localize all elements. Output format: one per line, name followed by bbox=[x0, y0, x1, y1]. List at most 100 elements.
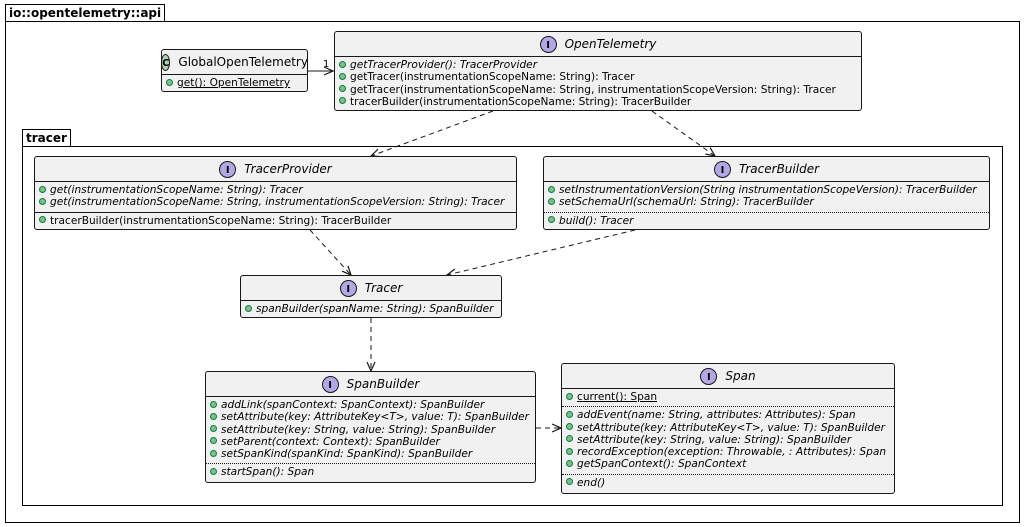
method-row: end() bbox=[566, 477, 890, 489]
method-row: get(): OpenTelemetry bbox=[166, 77, 303, 89]
public-icon bbox=[339, 85, 346, 93]
method-row: addLink(spanContext: SpanContext): SpanB… bbox=[210, 399, 531, 411]
class-header: I OpenTelemetry bbox=[335, 32, 861, 56]
method-text: current(): Span bbox=[577, 391, 658, 403]
methods-section-2: build(): Tracer bbox=[544, 211, 989, 230]
method-text: setAttribute(key: String, value: String)… bbox=[221, 423, 496, 436]
method-row: setParent(context: Context): SpanBuilder bbox=[210, 436, 531, 448]
public-icon bbox=[39, 197, 46, 205]
method-text: end() bbox=[577, 476, 606, 489]
interface-icon: I bbox=[700, 367, 718, 385]
public-icon bbox=[210, 449, 217, 457]
class-name: GlobalOpenTelemetry bbox=[178, 55, 308, 69]
public-icon bbox=[210, 412, 217, 420]
method-text: get(instrumentationScopeName: String): T… bbox=[50, 184, 303, 196]
method-text: setAttribute(key: AttributeKey<T>, value… bbox=[221, 411, 529, 424]
class-name: TracerProvider bbox=[244, 162, 332, 176]
public-icon bbox=[339, 60, 346, 68]
interface-spanbuilder: I SpanBuilder addLink(spanContext: SpanC… bbox=[205, 371, 536, 483]
interface-tracer: I Tracer spanBuilder(spanName: String): … bbox=[240, 275, 502, 318]
public-icon bbox=[210, 437, 217, 445]
method-row: addEvent(name: String, attributes: Attri… bbox=[566, 409, 890, 421]
public-icon bbox=[210, 467, 217, 475]
method-row: get(instrumentationScopeName: String): T… bbox=[39, 184, 512, 196]
interface-tracerprovider: I TracerProvider get(instrumentationScop… bbox=[34, 156, 517, 230]
method-text: tracerBuilder(instrumentationScopeName: … bbox=[350, 95, 692, 108]
public-icon bbox=[548, 216, 555, 224]
method-row: getSpanContext(): SpanContext bbox=[566, 458, 890, 470]
method-row: getTracer(instrumentationScopeName: Stri… bbox=[339, 71, 857, 83]
interface-icon: I bbox=[713, 160, 731, 178]
method-text: getTracer(instrumentationScopeName: Stri… bbox=[350, 83, 836, 96]
public-icon bbox=[566, 410, 573, 418]
interface-span: I Span current(): Span addEvent(name: St… bbox=[561, 363, 895, 494]
method-row: recordException(exception: Throwable, : … bbox=[566, 446, 890, 458]
class-header: I TracerProvider bbox=[35, 157, 516, 181]
method-row: current(): Span bbox=[566, 391, 890, 403]
methods-section: setInstrumentationVersion(String instrum… bbox=[544, 181, 989, 212]
class-header: I TracerBuilder bbox=[544, 157, 989, 181]
method-text: getTracer(instrumentationScopeName: Stri… bbox=[350, 71, 635, 84]
class-name: TracerBuilder bbox=[738, 162, 820, 176]
method-row: getTracer(instrumentationScopeName: Stri… bbox=[339, 84, 857, 96]
methods-section: addLink(spanContext: SpanContext): SpanB… bbox=[206, 396, 535, 463]
methods-section-2: end() bbox=[562, 473, 894, 492]
method-row: startSpan(): Span bbox=[210, 466, 531, 478]
class-header: I SpanBuilder bbox=[206, 372, 535, 396]
package-label-api: io::opentelemetry::api bbox=[9, 6, 162, 20]
method-row: tracerBuilder(instrumentationScopeName: … bbox=[39, 215, 512, 227]
method-row: setInstrumentationVersion(String instrum… bbox=[548, 184, 985, 196]
class-header: C GlobalOpenTelemetry bbox=[161, 50, 308, 74]
class-global-opentelemetry: C GlobalOpenTelemetry get(): OpenTelemet… bbox=[161, 49, 308, 92]
public-icon bbox=[39, 185, 46, 193]
method-row: setSpanKind(spanKind: SpanKind): SpanBui… bbox=[210, 448, 531, 460]
class-icon: C bbox=[161, 53, 171, 71]
public-icon bbox=[548, 185, 555, 193]
public-icon bbox=[566, 478, 573, 486]
public-icon bbox=[339, 72, 346, 80]
class-header: I Span bbox=[562, 364, 894, 388]
edge-tracerbuilder-to-tracer bbox=[447, 229, 636, 275]
public-icon bbox=[566, 392, 573, 400]
interface-opentelemetry: I OpenTelemetry getTracerProvider(): Tra… bbox=[334, 31, 862, 111]
public-icon bbox=[245, 304, 252, 312]
public-icon bbox=[210, 400, 217, 408]
public-icon bbox=[566, 459, 573, 467]
package-api bbox=[5, 21, 1020, 523]
methods-section: get(instrumentationScopeName: String): T… bbox=[35, 181, 516, 212]
method-row: build(): Tracer bbox=[548, 215, 985, 227]
method-text: setSchemaUrl(schemaUrl: String): TracerB… bbox=[559, 196, 814, 209]
method-text: getTracerProvider(): TracerProvider bbox=[350, 59, 538, 71]
package-tab-api: io::opentelemetry::api bbox=[5, 4, 166, 22]
edge-opentelemetry-to-tracerbuilder bbox=[651, 110, 715, 156]
methods-section-0: current(): Span bbox=[562, 388, 894, 406]
multiplicity-label: 1 bbox=[323, 59, 329, 70]
class-name: OpenTelemetry bbox=[564, 37, 657, 51]
method-row: spanBuilder(spanName: String): SpanBuild… bbox=[245, 303, 497, 315]
edge-tracerprovider-to-tracer bbox=[309, 229, 351, 275]
method-row: setAttribute(key: AttributeKey<T>, value… bbox=[210, 411, 531, 423]
package-tab-tracer: tracer bbox=[22, 129, 71, 147]
method-text: getSpanContext(): SpanContext bbox=[577, 458, 747, 471]
method-row: setAttribute(key: String, value: String)… bbox=[566, 434, 890, 446]
public-icon bbox=[548, 197, 555, 205]
public-icon bbox=[166, 78, 173, 86]
method-text: addEvent(name: String, attributes: Attri… bbox=[577, 409, 856, 422]
method-text: addLink(spanContext: SpanContext): SpanB… bbox=[221, 399, 485, 411]
method-text: spanBuilder(spanName: String): SpanBuild… bbox=[256, 303, 494, 315]
method-row: getTracerProvider(): TracerProvider bbox=[339, 59, 857, 71]
interface-icon: I bbox=[219, 160, 237, 178]
public-icon bbox=[210, 425, 217, 433]
class-header: I Tracer bbox=[241, 276, 501, 300]
methods-section: getTracerProvider(): TracerProvider getT… bbox=[335, 56, 861, 111]
methods-section: addEvent(name: String, attributes: Attri… bbox=[562, 406, 894, 473]
public-icon bbox=[566, 423, 573, 431]
interface-icon: I bbox=[321, 375, 339, 393]
interface-tracerbuilder: I TracerBuilder setInstrumentationVersio… bbox=[543, 156, 990, 230]
class-name: Span bbox=[725, 369, 756, 383]
edge-opentelemetry-to-tracerprovider bbox=[371, 110, 494, 156]
method-row: get(instrumentationScopeName: String, in… bbox=[39, 196, 512, 208]
method-text: recordException(exception: Throwable, : … bbox=[577, 446, 887, 459]
methods-section: spanBuilder(spanName: String): SpanBuild… bbox=[241, 300, 501, 318]
